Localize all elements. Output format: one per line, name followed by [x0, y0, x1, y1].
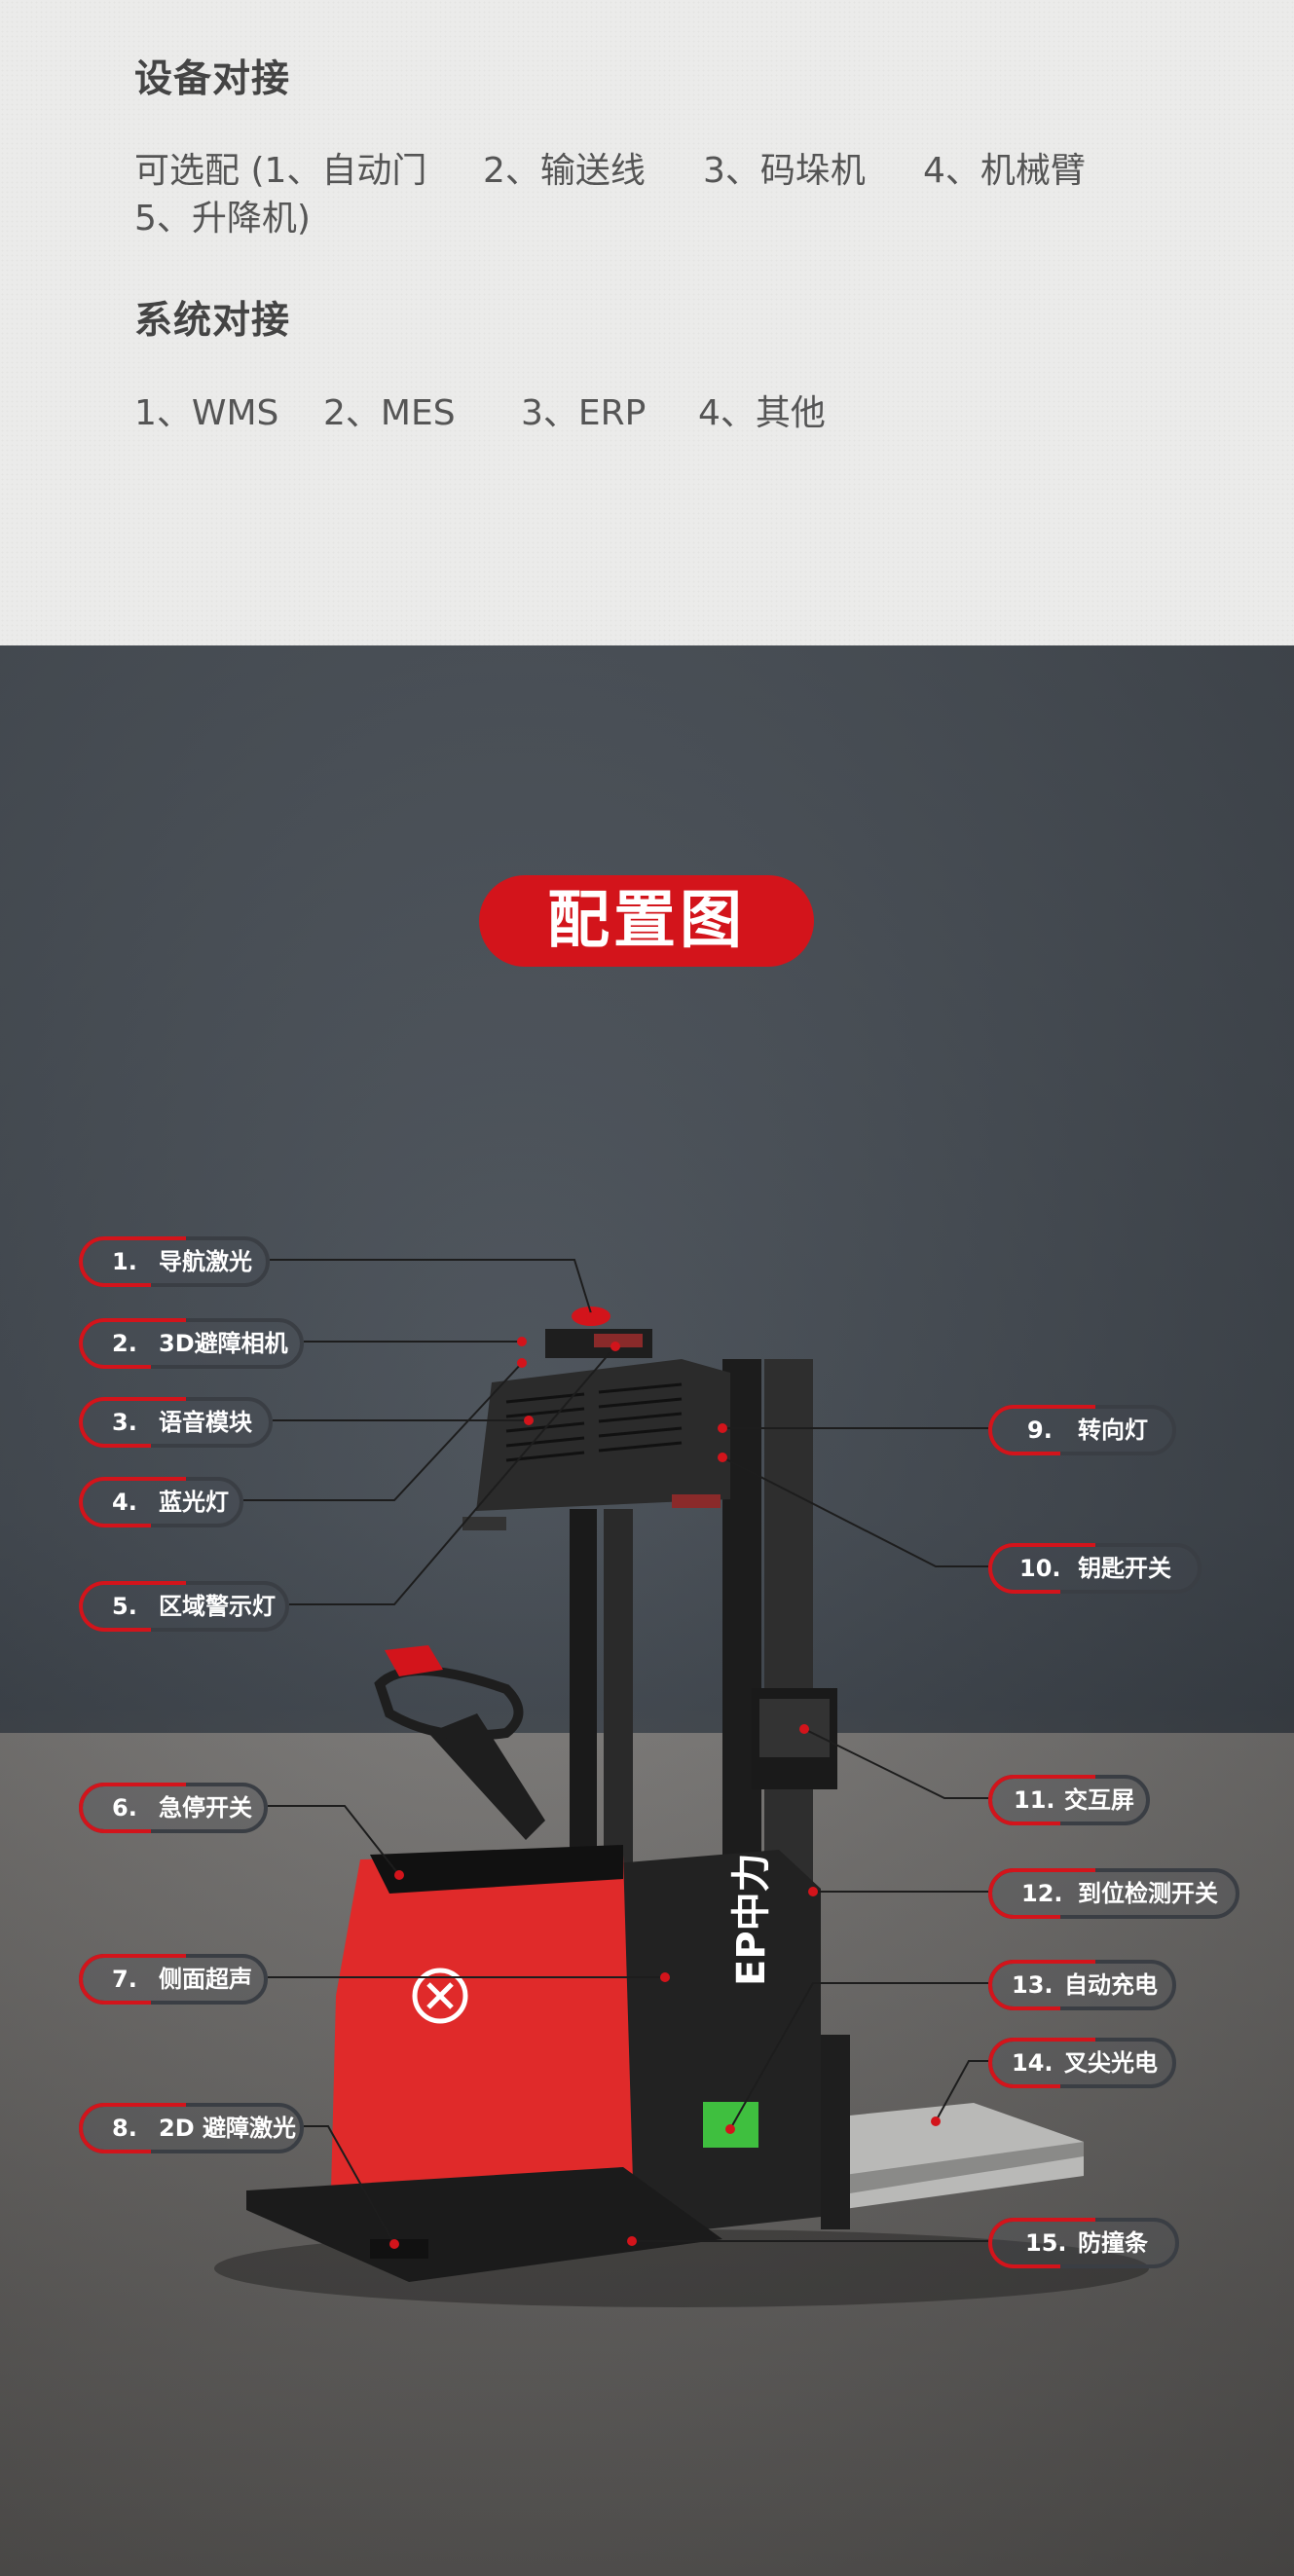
label-number: 11.: [1014, 1786, 1055, 1814]
body-front: [331, 1855, 633, 2190]
equipment-item: 3、码垛机: [703, 151, 866, 191]
label-text: 导航激光: [159, 1248, 252, 1275]
label-area-warning-light: 5. 区域警示灯: [79, 1581, 289, 1632]
fork-edge: [837, 2142, 1084, 2195]
label-text: 到位检测开关: [1078, 1880, 1218, 1907]
label-text: 急停开关: [159, 1794, 252, 1822]
marker-dots: [389, 1312, 941, 2249]
label-number: 2.: [112, 1330, 137, 1357]
label-side-ultrasonic: 7. 侧面超声: [79, 1954, 268, 2005]
fork-frame: [821, 2035, 850, 2229]
label-number: 12.: [1021, 1880, 1063, 1907]
label-text: 2D 避障激光: [159, 2115, 296, 2142]
label-blue-light: 4. 蓝光灯: [79, 1477, 243, 1527]
body-side: [615, 1850, 821, 2239]
bumper-base: [246, 2167, 722, 2282]
label-2d-laser: 8. 2D 避障激光: [79, 2103, 304, 2153]
area-warning-light: [462, 1517, 506, 1530]
equipment-item: 4、机械臂: [923, 151, 1086, 191]
handle-grip: [385, 1645, 443, 1676]
label-number: 10.: [1019, 1555, 1061, 1582]
label-bumper-strip: 15. 防撞条: [988, 2218, 1179, 2268]
mast-left-inner: [604, 1509, 633, 1889]
label-text: 防撞条: [1078, 2229, 1148, 2257]
warning-light: [594, 1334, 643, 1347]
label-number: 8.: [112, 2115, 137, 2142]
label-text: 3D避障相机: [159, 1330, 288, 1357]
equipment-item: 5、升降机): [134, 199, 311, 239]
label-text: 蓝光灯: [159, 1489, 229, 1516]
label-3d-camera: 2. 3D避障相机: [79, 1318, 304, 1369]
label-emergency-stop: 6. 急停开关: [79, 1783, 268, 1833]
label-number: 14.: [1012, 2049, 1054, 2077]
system-item: 4、其他: [698, 393, 826, 433]
label-text: 转向灯: [1078, 1417, 1148, 1444]
label-text: 自动充电: [1064, 1971, 1158, 1999]
label-text: 语音模块: [159, 1409, 252, 1436]
system-item: 3、ERP: [521, 393, 647, 433]
label-number: 15.: [1025, 2229, 1067, 2257]
label-text: 钥匙开关: [1078, 1555, 1171, 1582]
label-text: 叉尖光电: [1064, 2049, 1158, 2077]
label-number: 6.: [112, 1794, 137, 1822]
equipment-item: 可选配 (1、自动门: [134, 151, 427, 191]
logo-x: [426, 1982, 454, 2009]
brand-text: EP中力: [729, 1853, 774, 1986]
label-interactive-screen: 11. 交互屏: [988, 1775, 1150, 1825]
label-navigation-laser: 1. 导航激光: [79, 1236, 270, 1287]
interactive-screen: [759, 1699, 830, 1757]
logo-icon: [412, 1968, 468, 2024]
vent-grille: [505, 1382, 683, 1462]
2d-laser: [370, 2239, 428, 2259]
rear-light: [672, 1494, 721, 1508]
label-number: 7.: [112, 1966, 137, 1993]
label-number: 4.: [112, 1489, 137, 1516]
label-text: 交互屏: [1064, 1786, 1134, 1814]
tiller-arm: [428, 1713, 545, 1840]
system-item: 2、MES: [323, 393, 456, 433]
label-text: 区域警示灯: [159, 1593, 276, 1620]
label-turn-signal: 9. 转向灯: [988, 1405, 1176, 1455]
equipment-heading: 设备对接: [134, 57, 291, 101]
config-title: 配置图: [479, 875, 814, 967]
mast-right-inner: [764, 1359, 813, 1904]
leader-lines: [243, 1259, 988, 2245]
label-position-detect-switch: 12. 到位检测开关: [988, 1868, 1239, 1919]
mast-left: [570, 1509, 597, 1889]
integration-section: 设备对接 可选配 (1、自动门 2、输送线 3、码垛机 4、机械臂 5、升降机)…: [0, 0, 1294, 645]
label-fork-tip-sensor: 14. 叉尖光电: [988, 2038, 1176, 2088]
label-number: 3.: [112, 1409, 137, 1436]
label-voice-module: 3. 语音模块: [79, 1397, 273, 1448]
label-number: 1.: [112, 1248, 137, 1275]
system-item: 1、WMS: [134, 393, 279, 433]
label-auto-charging: 13. 自动充电: [988, 1960, 1176, 2010]
label-number: 5.: [112, 1593, 137, 1620]
label-number: 13.: [1012, 1971, 1054, 1999]
label-text: 侧面超声: [159, 1966, 252, 1993]
system-heading: 系统对接: [134, 299, 291, 343]
label-key-switch: 10. 钥匙开关: [988, 1543, 1202, 1594]
label-number: 9.: [1027, 1417, 1053, 1444]
body-top: [370, 1845, 623, 1894]
equipment-item: 2、输送线: [483, 151, 646, 191]
